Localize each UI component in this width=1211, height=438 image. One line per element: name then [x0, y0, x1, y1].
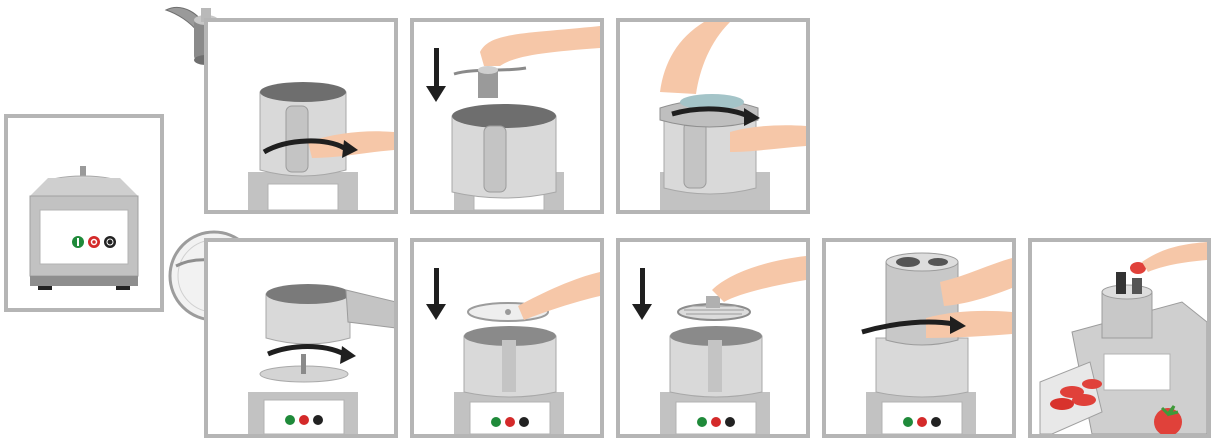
lower-blade-illustration — [414, 22, 600, 210]
curved-right-arrow-icon — [340, 346, 356, 364]
lower-grating-disc-illustration — [620, 242, 806, 434]
step-panel-3 — [616, 18, 810, 214]
down-arrow-icon — [426, 86, 446, 102]
twist-bowl-illustration — [208, 22, 394, 210]
step-panel-4 — [204, 238, 398, 438]
step-panel-5 — [410, 238, 604, 438]
down-arrow-icon — [426, 304, 446, 320]
step-panel-7 — [822, 238, 1016, 438]
twist-feed-head-illustration — [826, 242, 1012, 434]
feed-vegetables-illustration — [1032, 242, 1207, 434]
twist-vegetable-bowl-illustration — [208, 242, 394, 434]
pulse-button-icon — [104, 236, 116, 248]
down-arrow-icon — [632, 304, 652, 320]
base-unit-panel — [4, 114, 164, 312]
food-processor-base — [8, 118, 160, 308]
step-panel-8 — [1028, 238, 1211, 438]
twist-lid-illustration — [620, 22, 806, 210]
step-panel-2 — [410, 18, 604, 214]
off-button-icon — [88, 236, 100, 248]
step-panel-6 — [616, 238, 810, 438]
lower-disc-illustration — [414, 242, 600, 434]
step-panel-1 — [204, 18, 398, 214]
